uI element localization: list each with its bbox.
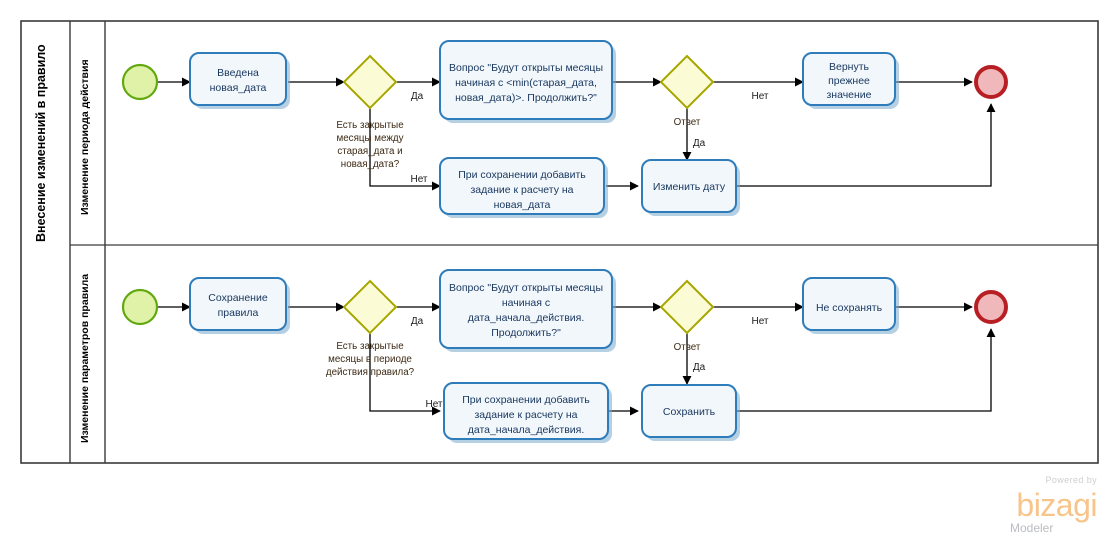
gateway1-caption-l2-line1: Есть закрытые (336, 341, 404, 352)
task-change-date-line1: Изменить дату (653, 181, 726, 193)
gateway2-caption-l2: Ответ (674, 342, 701, 353)
end-event-lane1[interactable] (974, 65, 1008, 99)
task-entered-date[interactable] (189, 52, 287, 106)
task-entered-date-line2: новая_дата (210, 82, 267, 94)
task-revert-line3: значение (826, 89, 871, 101)
flow-label-l2-gw1-no: Нет (425, 399, 442, 410)
task-addjob-l1-line2: задание к расчету на (470, 184, 573, 196)
task-question-l1-line1: Вопрос "Будут открыты месяцы (449, 62, 603, 74)
task-add-job-lane2[interactable] (443, 382, 609, 440)
task-question-l2-line2: начиная с (502, 297, 550, 309)
task-change-date[interactable] (641, 159, 737, 213)
end-event-lane2[interactable] (974, 290, 1008, 324)
task-question-l2-line3: дата_начала_действия. (468, 312, 585, 324)
task-question-lane2[interactable] (439, 269, 613, 349)
flow-label-l2-gw2-no: Нет (751, 316, 768, 327)
flow-l2-save-to-end (736, 328, 996, 412)
task-save-line1: Сохранить (663, 406, 716, 418)
bizagi-product-label: Modeler (1010, 521, 1053, 535)
task-revert-value[interactable] (802, 52, 896, 106)
bizagi-logo: bizagi (1016, 487, 1097, 523)
start-event-lane2[interactable] (121, 288, 159, 326)
gateway1-caption-l1-line3: старая_дата и (337, 146, 402, 157)
task-addjob-l2-line2: задание к расчету на (474, 409, 577, 421)
task-addjob-l2-line3: дата_начала_действия. (468, 424, 585, 436)
task-entered-date-line1: Введена (217, 67, 259, 79)
gateway2-caption-l1: Ответ (674, 117, 701, 128)
flow-label-l1-gw2-no: Нет (751, 91, 768, 102)
pool-title: Внесение изменений в правило (34, 44, 48, 242)
task-dont-save-line1: Не сохранять (816, 302, 883, 314)
task-question-lane1[interactable] (439, 40, 613, 120)
task-question-l1-line2: начиная с <min(старая_дата, (455, 77, 597, 89)
task-question-l2-line1: Вопрос "Будут открыты месяцы (449, 282, 603, 294)
flow-label-l2-gw2-yes: Да (693, 362, 706, 373)
task-revert-line2: прежнее (828, 75, 870, 87)
task-save-rule[interactable] (189, 277, 287, 331)
task-save[interactable] (641, 384, 737, 438)
task-add-job-lane1[interactable] (439, 157, 605, 215)
gateway-closed-months-lane2[interactable] (342, 279, 398, 335)
flow-label-l1-gw1-no: Нет (410, 174, 427, 185)
task-save-rule-line2: правила (218, 307, 259, 319)
powered-by-label: Powered by (1045, 475, 1097, 485)
lane-title-1: Изменение периода действия (79, 59, 91, 215)
flow-label-l1-gw2-yes: Да (693, 138, 706, 149)
task-save-rule-line1: Сохранение (208, 292, 268, 304)
task-revert-line1: Вернуть (829, 61, 870, 73)
task-question-l1-line3: новая_дата)>. Продолжить?" (455, 92, 597, 104)
task-dont-save[interactable] (802, 277, 896, 331)
lane-title-2: Изменение параметров правила (79, 274, 91, 443)
gateway1-caption-l2-line3: действия правила? (326, 367, 415, 378)
flow-l2-gw1-no (369, 333, 441, 416)
task-addjob-l1-line3: новая_дата (494, 199, 551, 211)
task-addjob-l2-line1: При сохранении добавить (462, 394, 590, 406)
flow-label-l1-gw1-yes: Да (411, 91, 424, 102)
gateway-answer-lane2[interactable] (659, 279, 715, 335)
gateway1-caption-l1-line4: новая_дата? (341, 159, 400, 170)
flow-l1-gw1-no (369, 108, 441, 191)
flow-label-l2-gw1-yes: Да (411, 316, 424, 327)
gateway-closed-months-lane1[interactable] (342, 54, 398, 110)
gateway1-caption-l1-line1: Есть закрытые (336, 120, 404, 131)
task-addjob-l1-line1: При сохранении добавить (458, 169, 586, 181)
gateway-answer-lane1[interactable] (659, 54, 715, 110)
start-event-lane1[interactable] (121, 63, 159, 101)
task-question-l2-line4: Продолжить?" (491, 327, 561, 339)
flow-l1-changedate-to-end (736, 103, 996, 187)
gateway1-caption-l2-line2: месяцы в периоде (328, 354, 412, 365)
gateway1-caption-l1-line2: месяцы между (336, 133, 403, 144)
